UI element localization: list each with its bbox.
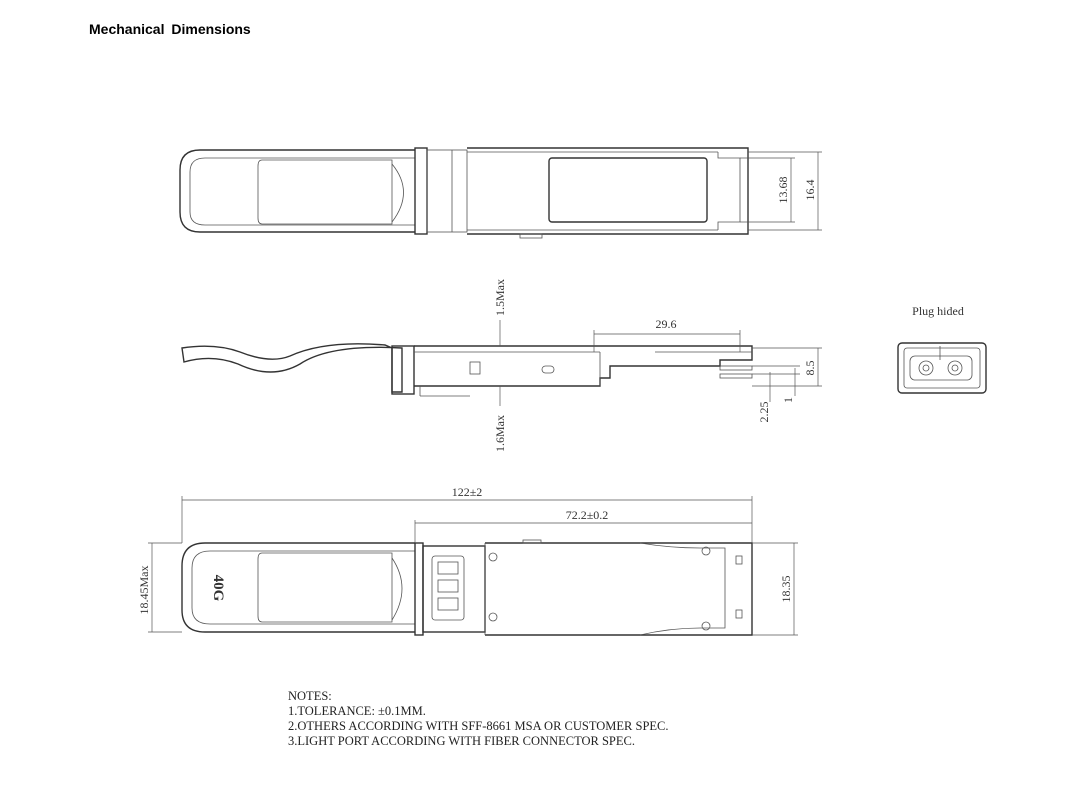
end-view: Plug hided	[897, 304, 987, 394]
end-view-housing	[897, 342, 987, 394]
plug-hided-label: Plug hided	[912, 304, 964, 318]
side-view: 1.5Max 1.6Max 29.6 8.5 2.25 1	[181, 279, 822, 452]
screw-icon	[701, 546, 711, 556]
screw-icon	[488, 612, 498, 622]
dim-1: 1	[781, 397, 795, 403]
handle-marking-40g: 40G	[210, 575, 226, 602]
bottom-view-handle	[181, 542, 415, 633]
side-view-pull-tab	[181, 343, 403, 393]
dim-72-2: 72.2±0.2	[566, 508, 609, 522]
bottom-view-body	[485, 542, 753, 636]
note-item: 1.TOLERANCE: ±0.1MM.	[288, 704, 426, 718]
dim-29-6: 29.6	[656, 317, 677, 331]
notes-heading: NOTES:	[288, 689, 332, 703]
note-item: 3.LIGHT PORT ACCORDING WITH FIBER CONNEC…	[288, 734, 635, 748]
top-view: 13.68 16.4	[179, 147, 822, 239]
screw-icon	[701, 621, 711, 631]
screw-icon	[488, 552, 498, 562]
dim-16-4: 16.4	[803, 180, 817, 201]
dim-18-45-max: 18.45Max	[137, 566, 151, 615]
top-view-label-area	[548, 157, 708, 223]
dim-1-6-max: 1.6Max	[493, 415, 507, 452]
top-view-body	[467, 147, 749, 235]
bottom-view: 40G 122±2 72.2±0.2 18.35	[137, 485, 798, 636]
top-view-pull-tab	[179, 149, 415, 233]
dim-18-35: 18.35	[779, 576, 793, 603]
dim-8-5: 8.5	[803, 361, 817, 376]
page-title: Mechanical Dimensions	[89, 21, 251, 37]
note-item: 2.OTHERS ACCORDING WITH SFF-8661 MSA OR …	[288, 719, 669, 733]
dim-1-5-max: 1.5Max	[493, 279, 507, 316]
dim-122: 122±2	[452, 485, 483, 499]
notes-block: NOTES: 1.TOLERANCE: ±0.1MM. 2.OTHERS ACC…	[288, 689, 669, 749]
dim-13-68: 13.68	[776, 177, 790, 204]
dim-2-25: 2.25	[757, 402, 771, 423]
